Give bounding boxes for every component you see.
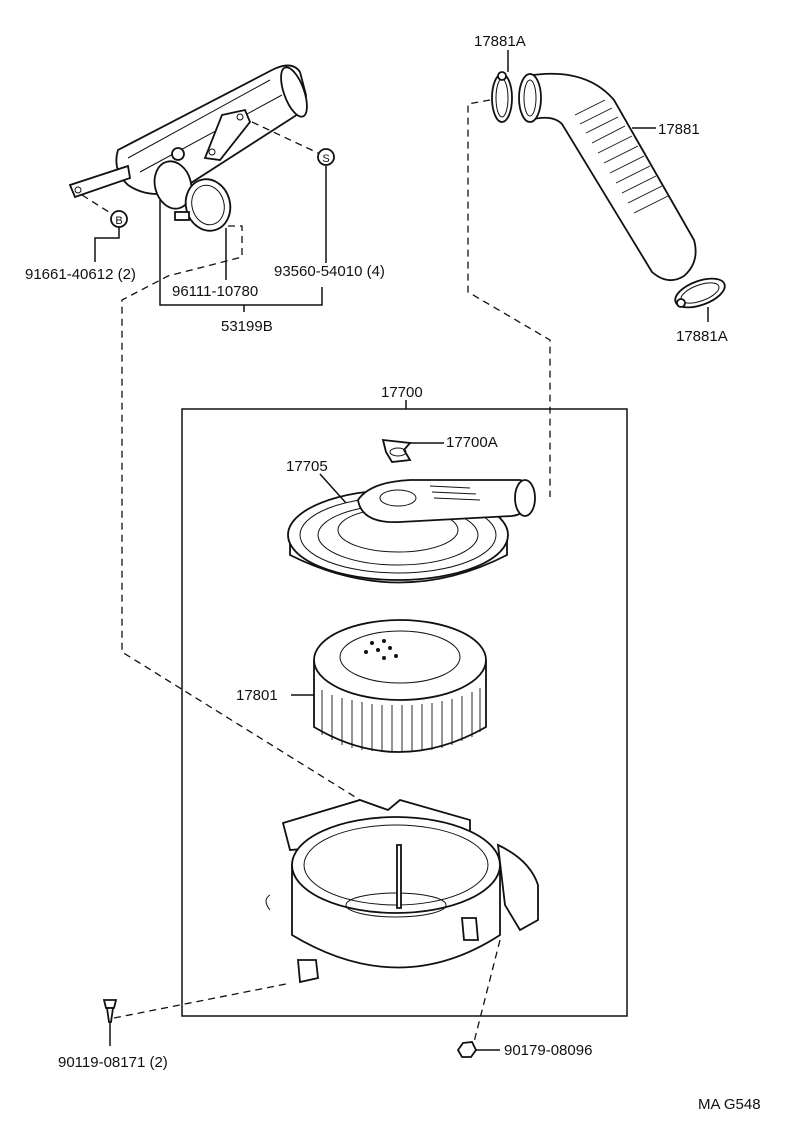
marker-b: B — [110, 210, 128, 228]
label-band: 96111-10780 — [172, 283, 258, 300]
label-inlet-assy: 53199B — [221, 318, 273, 335]
cleaner-housing — [265, 799, 539, 984]
marker-s: S — [317, 148, 335, 166]
label-clamp-top: 17881A — [474, 33, 526, 50]
air-filter-element — [313, 619, 487, 753]
cleaner-assembly-frame — [181, 408, 628, 1017]
label-cleaner-assy: 17700 — [381, 384, 423, 401]
label-nut-bottom: 90179-08096 — [504, 1042, 592, 1059]
intake-hose — [491, 71, 726, 309]
label-wing-nut: 17700A — [446, 434, 498, 451]
label-clamp-bottom: 17881A — [676, 328, 728, 345]
bottom-bolt — [102, 999, 118, 1023]
air-inlet-duct — [68, 64, 308, 232]
label-cap: 17705 — [286, 458, 328, 475]
cleaner-cap — [287, 479, 536, 584]
diagram-code: MA G548 — [698, 1096, 761, 1113]
wing-nut — [381, 438, 412, 463]
label-screw: 93560-54010 (4) — [274, 263, 385, 280]
label-bracket-bolt: 91661-40612 (2) — [25, 266, 136, 283]
svg-text:S: S — [322, 153, 329, 165]
bottom-nut — [456, 1041, 478, 1058]
label-bolt-bottom: 90119-08171 (2) — [58, 1054, 168, 1071]
label-element: 17801 — [236, 687, 278, 704]
svg-text:B: B — [115, 215, 122, 227]
label-hose: 17881 — [658, 121, 700, 138]
